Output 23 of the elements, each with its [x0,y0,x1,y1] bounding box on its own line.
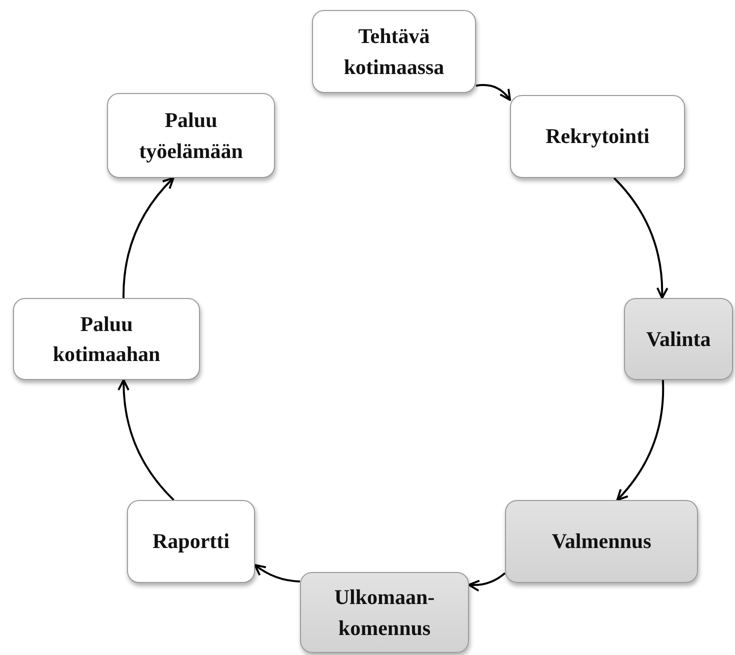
box-label: Rekrytointi [546,123,650,150]
process-box [127,500,255,583]
arrow [476,84,511,101]
box-label: Valmennus [552,528,652,556]
box-label: Ulkomaan-komennus [333,584,436,642]
process-box [510,95,685,178]
process-box [107,93,275,178]
box-label: Valinta [646,326,711,353]
process-box [13,298,200,380]
box-label: Paluu kotimaahan [52,310,162,368]
process-box [312,10,476,93]
arrow [616,380,664,501]
arrow [122,177,174,298]
arrow [468,572,506,592]
arrow [118,379,174,501]
box-label: Paluu työelämään [138,107,244,164]
box-label: Raportti [152,528,230,556]
process-box [300,572,469,653]
arrow [254,564,300,582]
box-label: Tehtävä kotimaassa [342,23,446,80]
process-box [624,298,733,380]
arrow [613,177,668,299]
process-box [505,500,698,583]
